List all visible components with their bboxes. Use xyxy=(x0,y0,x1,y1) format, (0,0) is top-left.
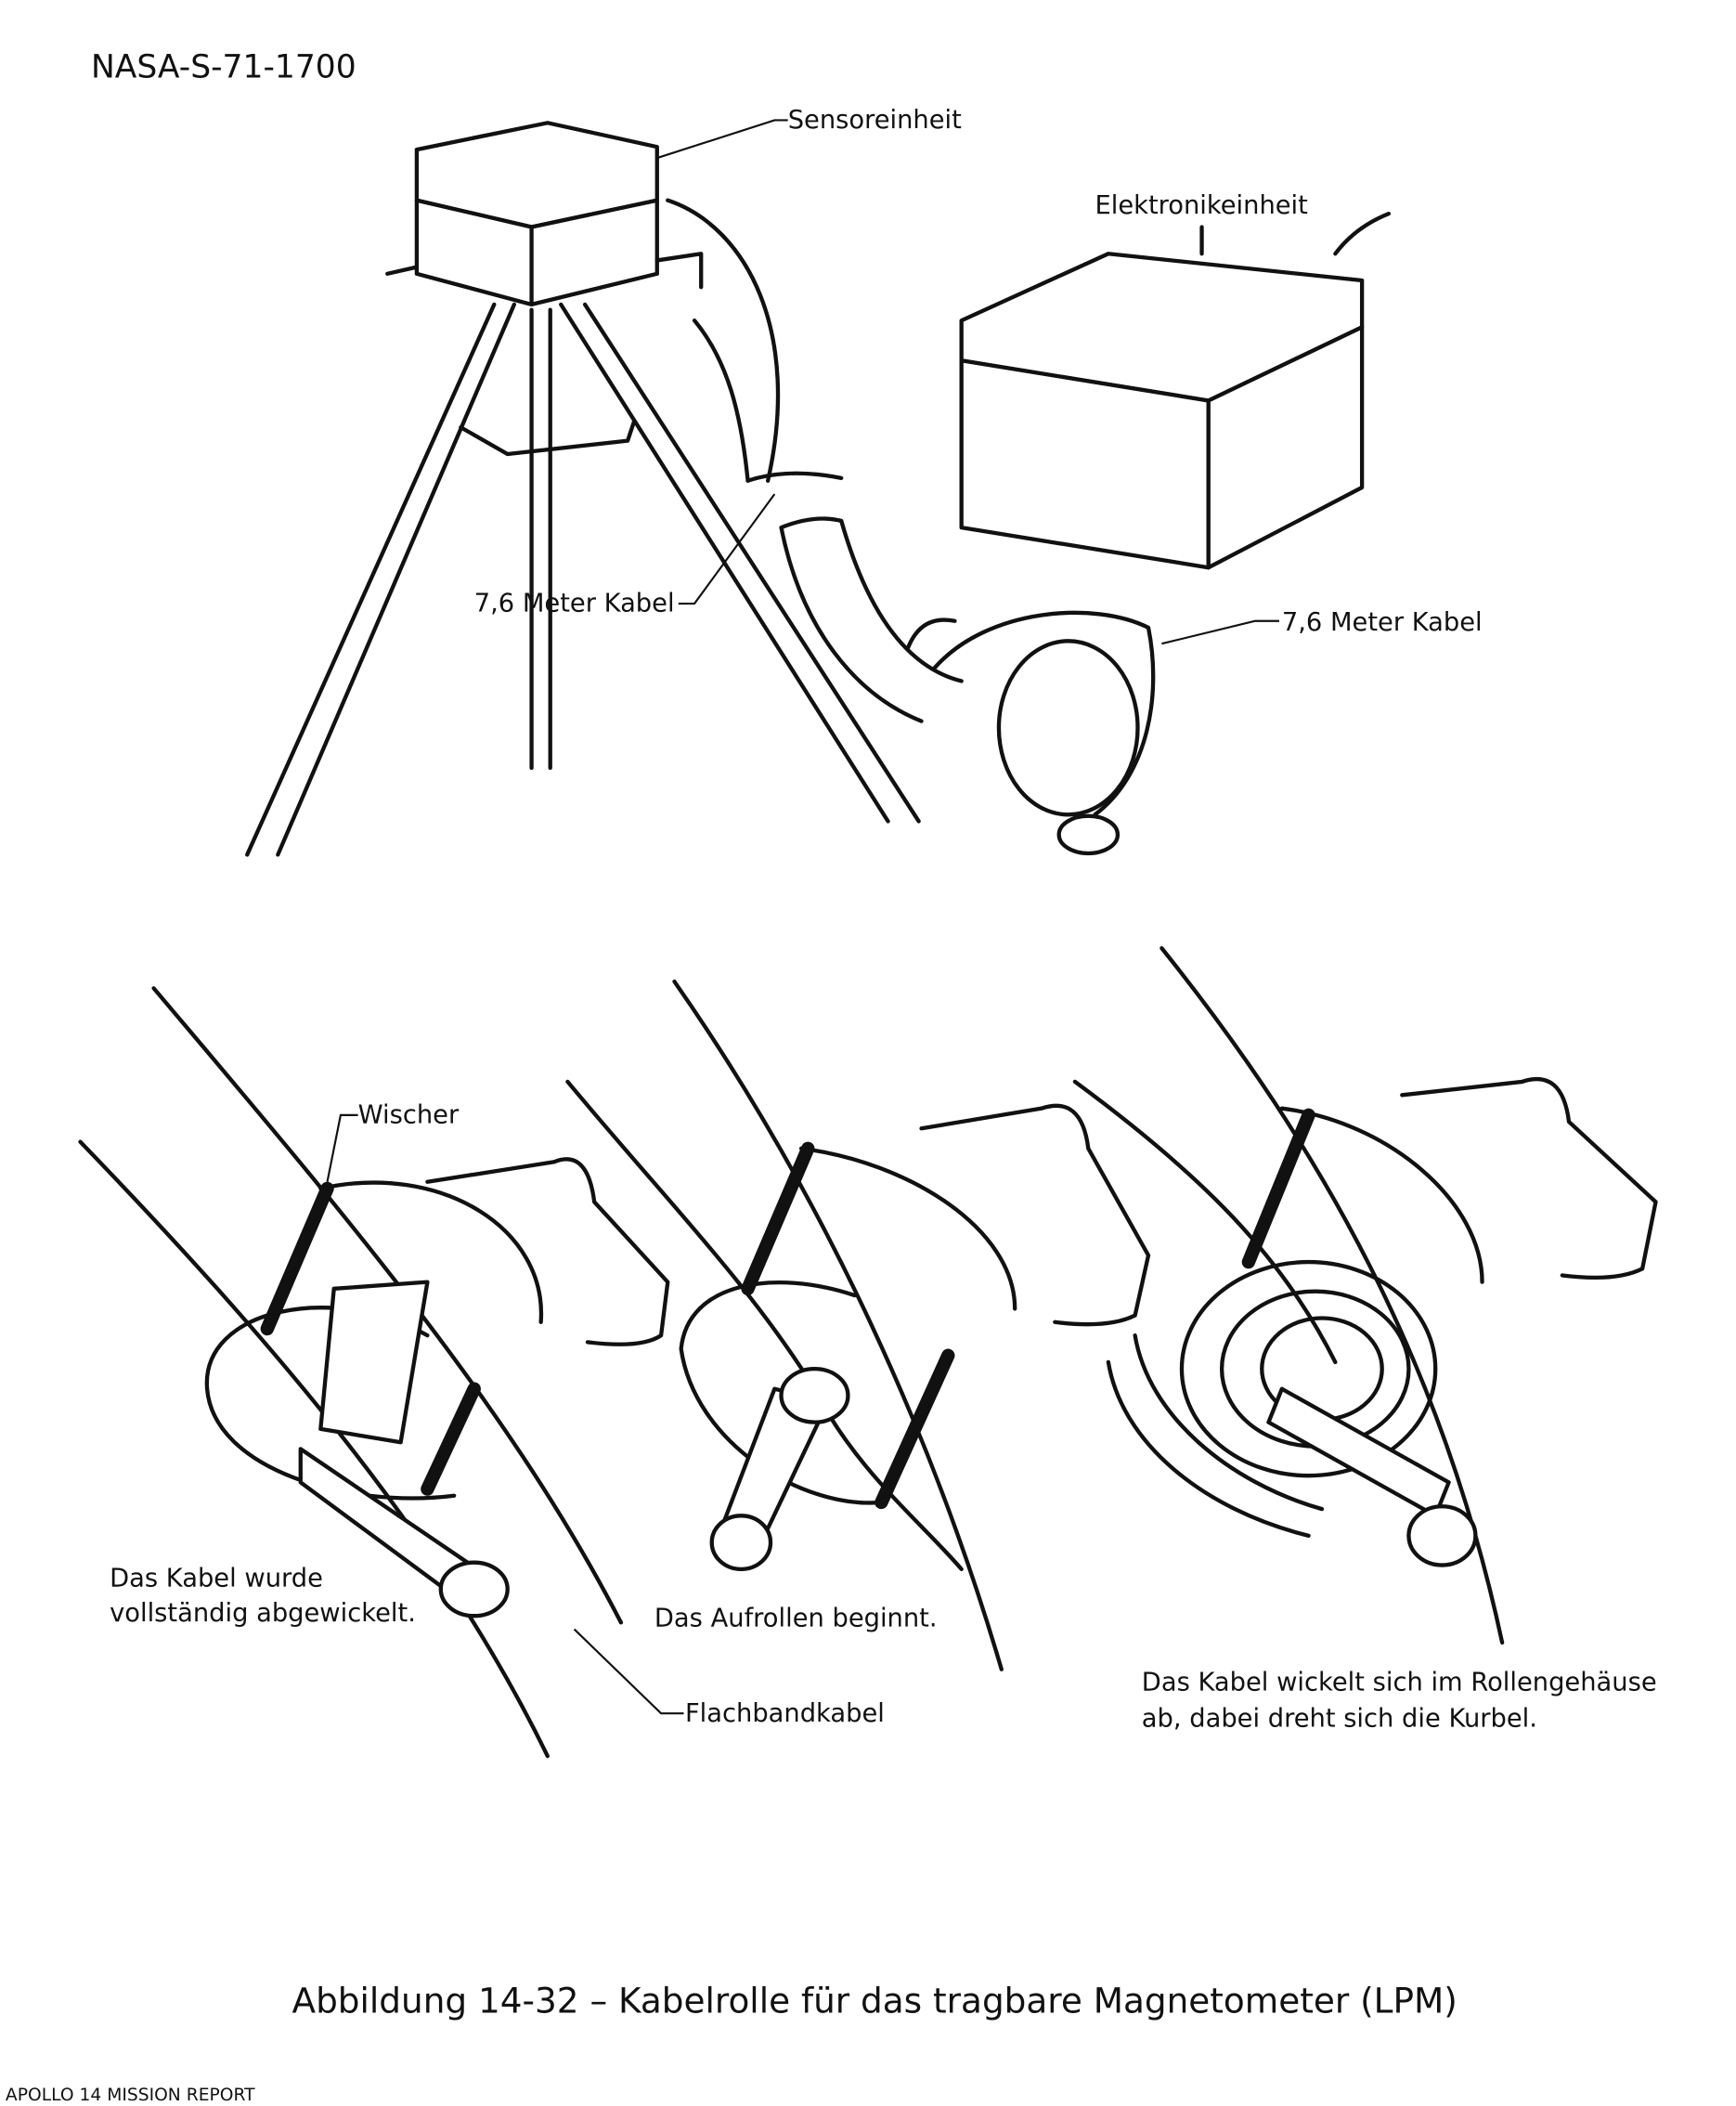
reel-stage-1-drawing xyxy=(78,986,670,1759)
stage-1-caption-line-2: vollständig abgewickelt. xyxy=(110,1599,416,1628)
sensor-leader-line xyxy=(657,119,788,159)
stage-3-caption-line-2: ab, dabei dreht sich die Kurbel. xyxy=(1142,1705,1537,1734)
document-id: NASA-S-71-1700 xyxy=(91,48,356,85)
wiper-leader-line xyxy=(326,1113,358,1182)
stage-2-caption: Das Aufrollen beginnt. xyxy=(654,1605,938,1633)
stage-1-caption-line-1: Das Kabel wurde xyxy=(110,1565,323,1593)
cable-left-label: 7,6 Meter Kabel xyxy=(474,590,675,618)
reel-stage-3-drawing xyxy=(1072,945,1658,1645)
flat-cable-leader-line xyxy=(573,1628,684,1715)
wiper-label: Wischer xyxy=(358,1101,460,1130)
cable-left-leader-line xyxy=(678,493,776,605)
cable-right-label: 7,6 Meter Kabel xyxy=(1282,608,1483,637)
sensor-unit-drawing xyxy=(245,121,921,857)
electronics-unit-label: Elektronikeinheit xyxy=(1095,191,1308,220)
ribbon-cable-drawing xyxy=(666,198,964,723)
figure-caption: Abbildung 14-32 – Kabelrolle für das tra… xyxy=(292,1980,1457,2021)
reel-stage-2-drawing xyxy=(565,979,1151,1671)
sensor-unit-label: Sensoreinheit xyxy=(788,106,962,135)
cable-right-leader-line xyxy=(1161,619,1279,645)
electronics-unit-drawing xyxy=(959,211,1392,570)
cable-reel-drawing xyxy=(905,610,1156,856)
footer-text: APOLLO 14 MISSION REPORT xyxy=(6,2086,255,2105)
stage-3-caption-line-1: Das Kabel wickelt sich im Rollengehäuse xyxy=(1142,1669,1657,1697)
flat-cable-label: Flachbandkabel xyxy=(685,1699,885,1728)
